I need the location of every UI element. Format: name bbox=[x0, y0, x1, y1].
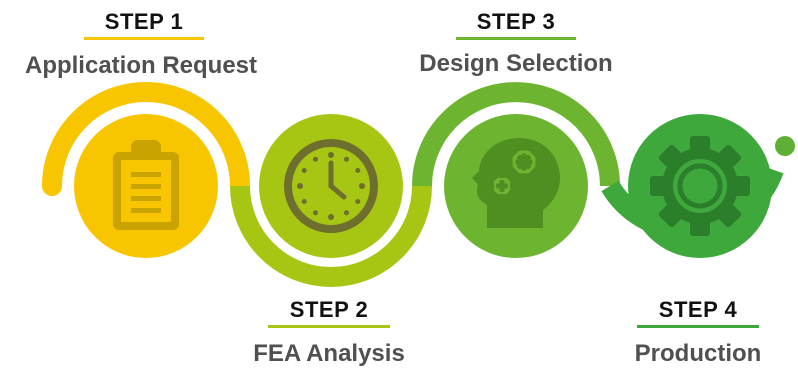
wave-segment-3 bbox=[412, 82, 620, 187]
step-1-underline bbox=[84, 37, 204, 40]
step-2-title: FEA Analysis bbox=[253, 340, 405, 367]
step-4-underline bbox=[637, 325, 759, 328]
step-2-label: STEP 2 bbox=[289, 297, 369, 322]
wave-segment-1 bbox=[42, 82, 250, 196]
step-4-title: Production bbox=[634, 340, 762, 367]
step-4-label: STEP 4 bbox=[658, 297, 738, 322]
step-3-underline bbox=[456, 37, 576, 40]
head-gears-icon bbox=[472, 138, 560, 228]
clock-icon bbox=[284, 139, 378, 233]
step-3-title: Design Selection bbox=[419, 50, 613, 77]
gear-icon bbox=[650, 136, 750, 236]
wave-segment-2 bbox=[230, 185, 432, 287]
wave-end-dot bbox=[775, 136, 795, 156]
step-2-underline bbox=[268, 325, 390, 328]
clipboard-icon bbox=[113, 140, 179, 230]
step-1-title: Application Request bbox=[24, 52, 258, 79]
step-3-label: STEP 3 bbox=[476, 9, 556, 34]
step-1-label: STEP 1 bbox=[104, 9, 184, 34]
